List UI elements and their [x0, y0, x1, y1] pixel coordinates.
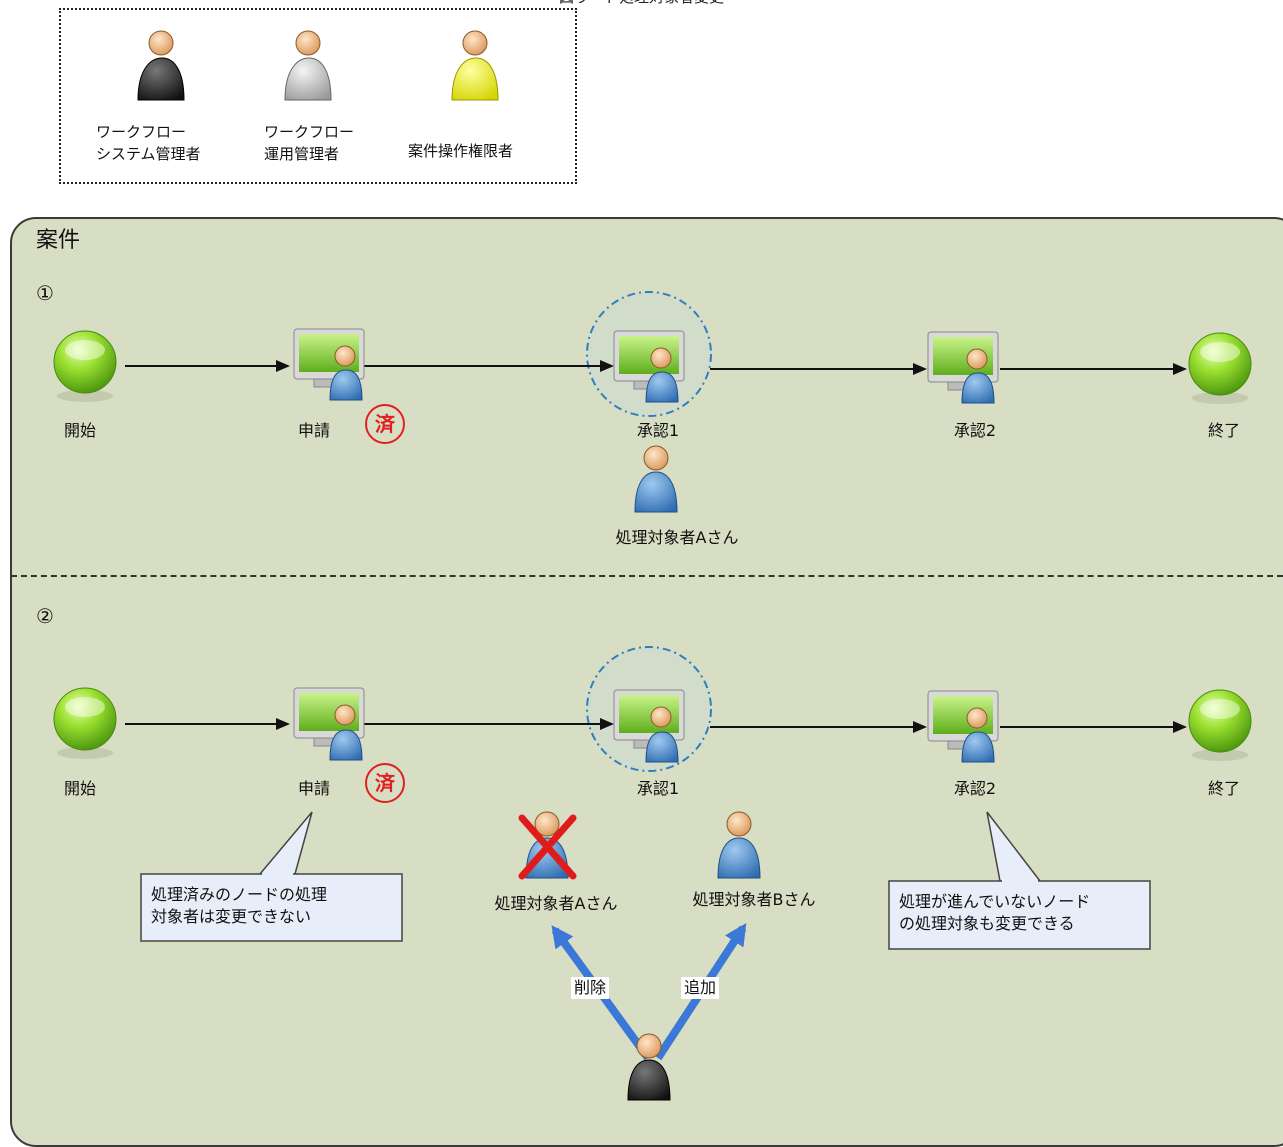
diagram-graphics — [53, 30, 1252, 1101]
start-node-icon — [53, 687, 117, 759]
start-node-icon — [53, 330, 117, 402]
end-node-icon — [1188, 332, 1252, 404]
approve2-label: 承認2 — [953, 779, 997, 798]
end-node-icon — [1188, 689, 1252, 761]
approve2-node-icon — [927, 690, 999, 763]
apply-node-icon — [293, 687, 365, 761]
approve1-node-icon — [613, 330, 685, 403]
apply-label: 申請 — [297, 779, 330, 798]
added-assignee-icon — [717, 811, 761, 879]
end-label: 終了 — [1207, 779, 1240, 798]
callout-left-shape — [140, 811, 403, 942]
system-admin-actor-icon — [627, 1033, 671, 1101]
legend-label-case-operator: 案件操作権限者 — [408, 142, 514, 160]
apply-label: 申請 — [297, 421, 330, 440]
callout-right-shape — [888, 811, 1151, 950]
approve1-label: 承認1 — [636, 779, 680, 798]
legend-box — [59, 8, 577, 184]
start-label: 開始 — [63, 779, 96, 798]
apply-node-icon — [293, 328, 365, 401]
assignee-a-icon — [634, 445, 678, 513]
section-2-number: ② — [36, 604, 54, 628]
done-stamp: 済 — [365, 763, 405, 803]
callout-left-text: 処理済みのノードの処理 対象者は変更できない — [151, 885, 328, 926]
end-label: 終了 — [1207, 421, 1240, 440]
case-panel-title: 案件 — [36, 228, 81, 253]
added-assignee-label: 処理対象者Bさん — [692, 890, 816, 909]
assignee-a-label: 処理対象者Aさん — [615, 528, 739, 547]
remove-cross-icon — [518, 814, 577, 880]
approve1-node-icon — [613, 689, 685, 763]
done-stamp: 済 — [365, 404, 405, 444]
approve2-label: 承認2 — [953, 421, 997, 440]
start-label: 開始 — [63, 421, 96, 440]
removed-assignee-icon — [525, 811, 569, 879]
section-2-flow — [53, 646, 1252, 1101]
add-label: 追加 — [681, 977, 720, 999]
figure-caption: 図り一ド処理対象者変更 — [0, 0, 1283, 8]
workflow-operation-admin-icon — [284, 30, 332, 101]
approve2-node-icon — [927, 331, 999, 404]
legend-label-system-admin: ワークフロー システム管理者 — [96, 123, 201, 163]
workflow-system-admin-icon — [137, 30, 185, 101]
legend-label-operation-admin: ワークフロー 運用管理者 — [264, 123, 355, 163]
approve1-label: 承認1 — [636, 421, 680, 440]
section-divider — [11, 575, 1283, 577]
remove-label: 削除 — [571, 977, 610, 999]
removed-assignee-label: 処理対象者Aさん — [494, 894, 618, 913]
section-1-flow — [53, 291, 1252, 513]
callout-right-text: 処理が進んでいないノード の処理対象も変更できる — [899, 892, 1091, 933]
section-1-number: ① — [36, 281, 54, 305]
case-operator-icon — [451, 30, 499, 101]
